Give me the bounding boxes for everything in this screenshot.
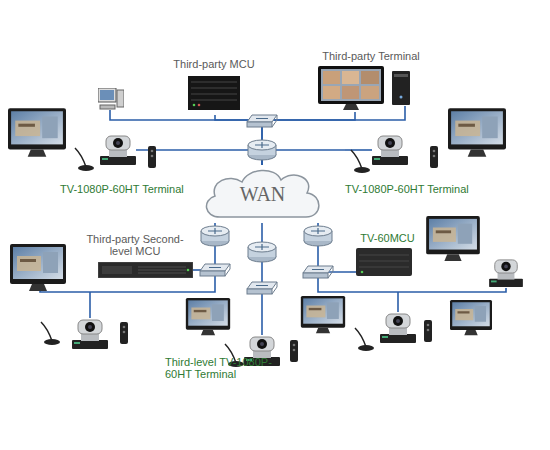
router-icon [248,140,276,160]
remote-control [290,340,298,362]
microphone [351,150,370,173]
monitor [448,108,506,157]
cloud-label: WAN [200,184,325,205]
video-screen [318,66,384,110]
remote-control [424,320,432,342]
network-cable [261,296,263,335]
switch-icon [200,264,230,276]
switch-icon [303,266,333,278]
mcu-device: Third-party MCU [160,58,268,115]
monitor [426,216,480,261]
device-label: Third-party Terminal [312,50,430,62]
network-link [262,112,355,165]
network-cloud: WAN [200,165,325,223]
monitor [301,296,345,333]
switch-icon [247,115,277,127]
camera-codec [380,314,416,343]
device-label: TV-60MCU [350,232,425,244]
device-label: Third-level TV-1080P-60HT Terminal [165,356,295,380]
network-cable [136,149,205,151]
network-cable [350,271,356,273]
switch-icon [247,282,277,294]
terminal-device: TV-1080P-60HT Terminal [5,105,205,198]
remote-control [430,146,438,168]
device-label: Third-party MCU [160,58,268,70]
device-label: Third-party Second-level MCU [80,233,190,257]
monitor [450,300,492,335]
terminal-device: TV-1080P-60HT Terminal [345,105,512,198]
remote-control [148,146,156,168]
pc-tower [392,71,410,105]
network-cable [89,292,91,318]
monitor [186,298,230,335]
terminal-device: Third-party Terminal [312,50,430,112]
mcu-chassis [188,76,240,110]
camera-codec [72,320,108,349]
network-cable [345,149,372,151]
camera-codec [372,136,408,165]
mcu-chassis [356,248,412,276]
microphone [75,148,94,171]
mcu-device: TV-60MCU [350,230,425,282]
monitor [8,108,66,157]
mcu-device: Third-party Second-level MCU [75,233,205,285]
device-label: TV-1080P-60HT Terminal [345,183,505,195]
microphone [41,322,60,345]
router-icon [201,226,229,246]
camera-codec [100,136,136,165]
router-icon [248,242,276,262]
rack-server [98,262,193,278]
device-label: TV-1080P-60HT Terminal [60,183,205,195]
terminal-device: Third-level TV-1080P-60HT Terminal [160,296,300,388]
router-icon [304,226,332,246]
network-cable [318,272,506,292]
monitor [10,244,66,291]
desktop-pc [98,88,124,109]
microphone [355,328,374,351]
network-cable [397,292,399,312]
remote-control [120,322,128,344]
camera-codec [489,260,523,287]
